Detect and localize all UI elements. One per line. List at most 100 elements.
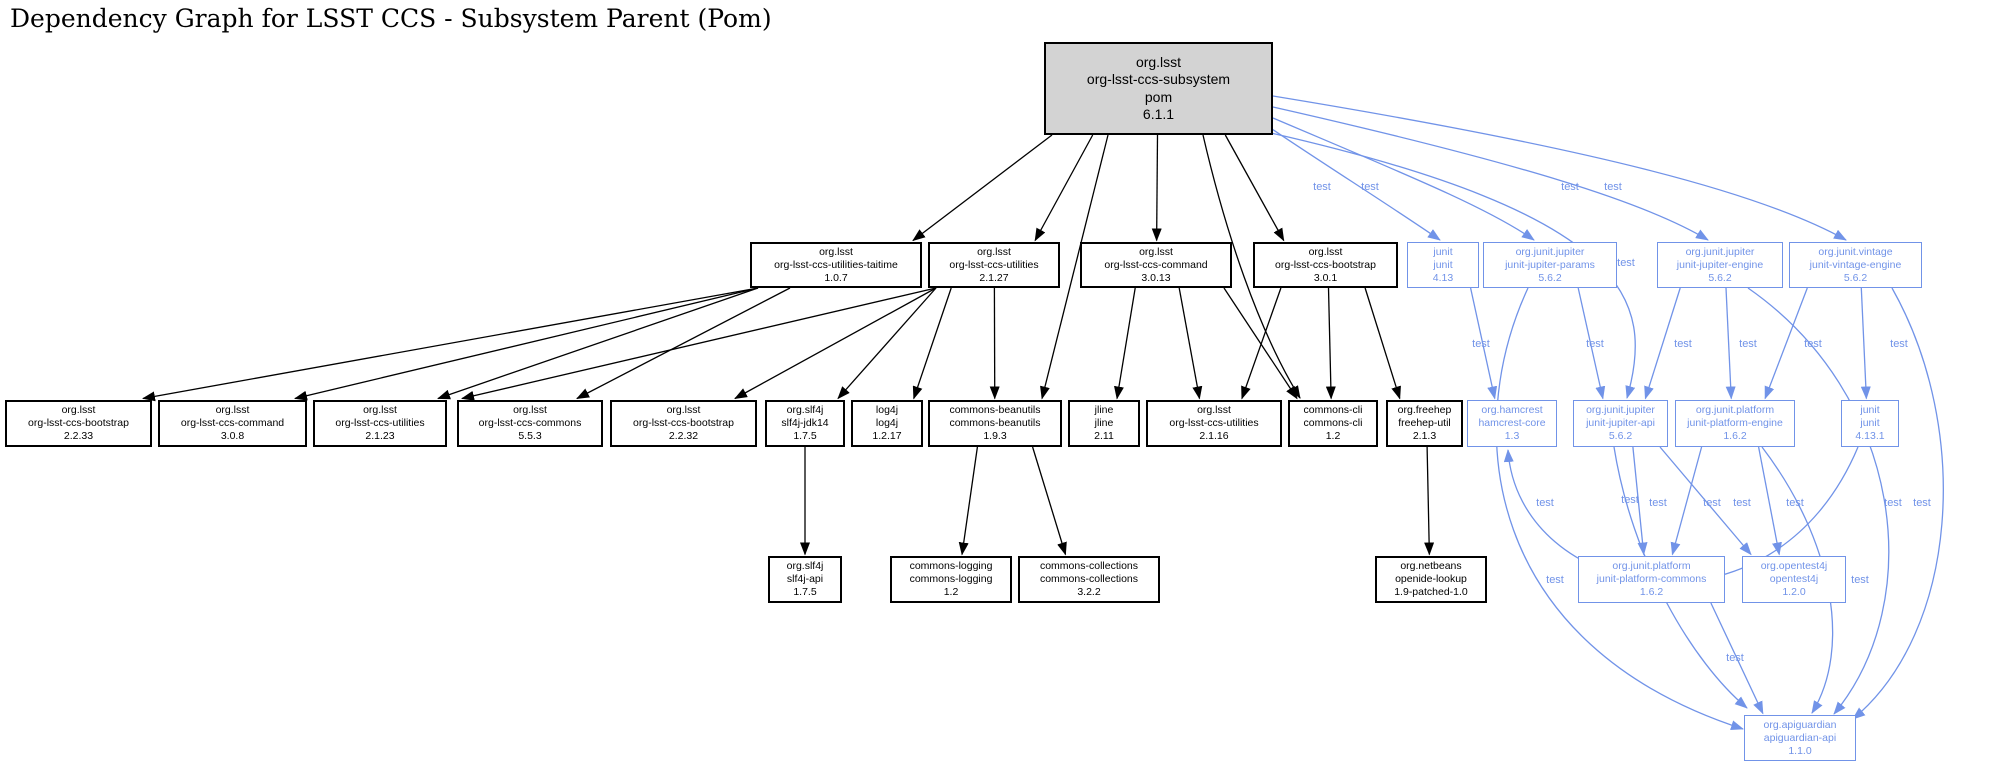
edge-label-test: test bbox=[1890, 338, 1908, 350]
node-opentest4j-artifact: opentest4j bbox=[1769, 573, 1819, 585]
graph-title: Dependency Graph for LSST CCS - Subsyste… bbox=[10, 4, 772, 33]
node-commonslogging-version: 1.2 bbox=[943, 586, 959, 598]
edge-taitime-command308 bbox=[294, 287, 759, 401]
node-utilities2123-version: 2.1.23 bbox=[365, 430, 395, 442]
edge-engine-jupiterapi bbox=[1644, 287, 1681, 400]
node-platformcommons-group: org.junit.platform bbox=[1612, 560, 1691, 572]
edge-label-test: test bbox=[1726, 652, 1744, 664]
node-params-group: org.junit.jupiter bbox=[1515, 245, 1585, 258]
edge-label-test: test bbox=[1739, 338, 1757, 350]
node-slf4jjdk14-group: org.slf4j bbox=[786, 404, 824, 416]
edge-root-bootstrap301 bbox=[1224, 134, 1285, 242]
node-bootstrap2232-artifact: org-lsst-ccs-bootstrap bbox=[633, 417, 734, 429]
node-vintage-version: 5.6.2 bbox=[1843, 271, 1868, 284]
node-junit413-version: 4.13 bbox=[1432, 271, 1454, 284]
node-hamcrest-group: org.hamcrest bbox=[1481, 404, 1543, 416]
node-root-version: 6.1.1 bbox=[1142, 106, 1175, 122]
node-apiguardian-group: org.apiguardian bbox=[1763, 718, 1837, 731]
edge-label-test: test bbox=[1546, 574, 1564, 586]
edge-params-jupiterapi bbox=[1577, 287, 1606, 400]
node-vintage-artifact: junit-vintage-engine bbox=[1809, 258, 1902, 271]
edge-root-params bbox=[1272, 117, 1535, 241]
node-beanutils-artifact: commons-beanutils bbox=[949, 417, 1041, 429]
node-freehep-group: org.freehep bbox=[1397, 404, 1452, 416]
edge-label-test: test bbox=[1604, 181, 1622, 193]
edge-root-beanutils bbox=[1040, 134, 1109, 400]
node-junit4131-artifact: junit bbox=[1860, 417, 1880, 429]
node-jupiterapi-version: 5.6.2 bbox=[1608, 430, 1633, 442]
edge-taitime-bootstrap2233 bbox=[142, 287, 759, 402]
edge-label-test: test bbox=[1561, 181, 1579, 193]
node-junit413-artifact: junit bbox=[1433, 258, 1453, 271]
node-utilities2127-version: 2.1.27 bbox=[979, 271, 1009, 284]
node-taitime-version: 1.0.7 bbox=[824, 271, 848, 284]
node-utilities2116-version: 2.1.16 bbox=[1199, 430, 1229, 442]
node-command3013-artifact: org-lsst-ccs-command bbox=[1104, 258, 1208, 271]
node-utilities2127-group: org.lsst bbox=[977, 245, 1011, 258]
node-bootstrap2233-version: 2.2.33 bbox=[63, 430, 94, 442]
edge-label-test: test bbox=[1913, 497, 1931, 509]
edge-label-test: test bbox=[1361, 181, 1379, 193]
edge-root-utilities2127 bbox=[1034, 134, 1094, 242]
edge-label-test: test bbox=[1649, 497, 1667, 509]
edge-label-test: test bbox=[1884, 497, 1902, 509]
node-platformengine-version: 1.6.2 bbox=[1723, 430, 1747, 442]
node-bootstrap2233-group: org.lsst bbox=[61, 404, 96, 416]
node-hamcrest-artifact: hamcrest-core bbox=[1478, 417, 1546, 429]
edge-command3013-jline bbox=[1114, 287, 1136, 400]
edge-root-engine bbox=[1272, 106, 1709, 241]
node-bootstrap301-group: org.lsst bbox=[1308, 245, 1343, 258]
edge-vintage-platformengine bbox=[1764, 287, 1808, 400]
edge-root-vintage bbox=[1272, 95, 1847, 241]
node-vintage-group: org.junit.vintage bbox=[1818, 245, 1893, 258]
node-log4j-version: 1.2.17 bbox=[872, 430, 902, 442]
node-beanutils-version: 1.9.3 bbox=[983, 430, 1007, 442]
edge-beanutils-commonscollections bbox=[1031, 446, 1067, 556]
edge-root-commonscli bbox=[1202, 134, 1301, 399]
node-opentest4j-version: 1.2.0 bbox=[1782, 586, 1806, 598]
edge-beanutils-commonslogging bbox=[958, 446, 979, 556]
node-hamcrest-version: 1.3 bbox=[1504, 430, 1520, 442]
node-params-artifact: junit-jupiter-params bbox=[1505, 258, 1595, 271]
node-command308-group: org.lsst bbox=[215, 404, 250, 416]
node-junit4131-version: 4.13.1 bbox=[1855, 430, 1885, 442]
edge-platformengine-platformcommons bbox=[1670, 446, 1703, 556]
node-netbeans-artifact: openide-lookup bbox=[1395, 573, 1467, 585]
node-commonslogging-group: commons-logging bbox=[909, 560, 993, 572]
node-commonscollections-artifact: commons-collections bbox=[1039, 573, 1139, 585]
node-commonscollections-version: 3.2.2 bbox=[1077, 586, 1101, 598]
edge-root-junit413 bbox=[1268, 126, 1441, 241]
node-command308-version: 3.0.8 bbox=[220, 430, 245, 442]
node-engine-artifact: junit-jupiter-engine bbox=[1676, 258, 1764, 271]
node-params-version: 5.6.2 bbox=[1538, 271, 1562, 284]
node-root-packaging: pom bbox=[1144, 88, 1173, 105]
node-utilities2123-artifact: org-lsst-ccs-utilities bbox=[335, 417, 425, 429]
node-taitime-artifact: org-lsst-ccs-utilities-taitime bbox=[774, 258, 898, 271]
edge-vintage-apiguardian bbox=[1852, 287, 1944, 720]
node-platformengine-group: org.junit.platform bbox=[1695, 404, 1775, 416]
edge-label-test: test bbox=[1851, 574, 1869, 586]
edge-bootstrap301-utilities2116 bbox=[1241, 287, 1282, 400]
node-engine-version: 5.6.2 bbox=[1708, 271, 1732, 284]
node-platformcommons-version: 1.6.2 bbox=[1639, 586, 1664, 598]
node-bootstrap2233-artifact: org-lsst-ccs-bootstrap bbox=[28, 417, 129, 429]
node-netbeans-version: 1.9-patched-1.0 bbox=[1394, 586, 1468, 598]
edge-label-test: test bbox=[1472, 338, 1490, 350]
edge-utilities2127-slf4jjdk14 bbox=[837, 287, 937, 400]
